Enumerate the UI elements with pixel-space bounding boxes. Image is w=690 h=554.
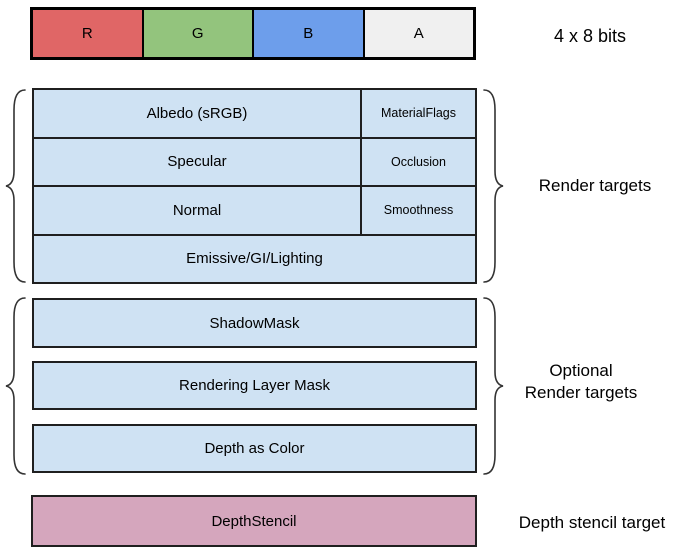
optional-target-depthascolor: Depth as Color <box>32 424 477 473</box>
red-channel-cell: R <box>33 10 142 57</box>
render-targets-label: Render targets <box>538 176 652 195</box>
rt-cell-normal: Normal <box>34 187 360 234</box>
rt-cell-smoothness: Smoothness <box>362 187 475 234</box>
green-channel-cell: G <box>141 10 252 57</box>
rt-cell-albedo: Albedo (sRGB) <box>34 90 360 137</box>
optional-label-line1: Optional <box>549 361 613 380</box>
depth-stencil-label: Depth stencil target <box>518 513 666 532</box>
optional-label-line2: Render targets <box>524 383 638 402</box>
curly-brace-right-icon <box>482 296 504 476</box>
optional-target-shadowmask: ShadowMask <box>32 298 477 348</box>
render-targets-table: Albedo (sRGB) MaterialFlags Specular Occ… <box>32 88 477 284</box>
bits-size-label: 4 x 8 bits <box>553 26 627 46</box>
alpha-channel-cell: A <box>362 10 473 57</box>
optional-render-targets-label: Optional Render targets <box>486 360 676 404</box>
optional-target-renderinglayer: Rendering Layer Mask <box>32 361 477 410</box>
rt-cell-materialflags: MaterialFlags <box>362 90 475 137</box>
curly-brace-right-icon <box>482 88 504 284</box>
rt-cell-specular: Specular <box>34 138 360 185</box>
rt-cell-occlusion: Occlusion <box>362 138 475 185</box>
channel-bits-box: R G B A <box>30 7 476 60</box>
blue-channel-cell: B <box>252 10 363 57</box>
curly-brace-left-icon <box>5 296 27 476</box>
depth-stencil-box: DepthStencil <box>31 495 477 547</box>
rt-cell-emissive: Emissive/GI/Lighting <box>34 235 475 282</box>
curly-brace-left-icon <box>5 88 27 284</box>
